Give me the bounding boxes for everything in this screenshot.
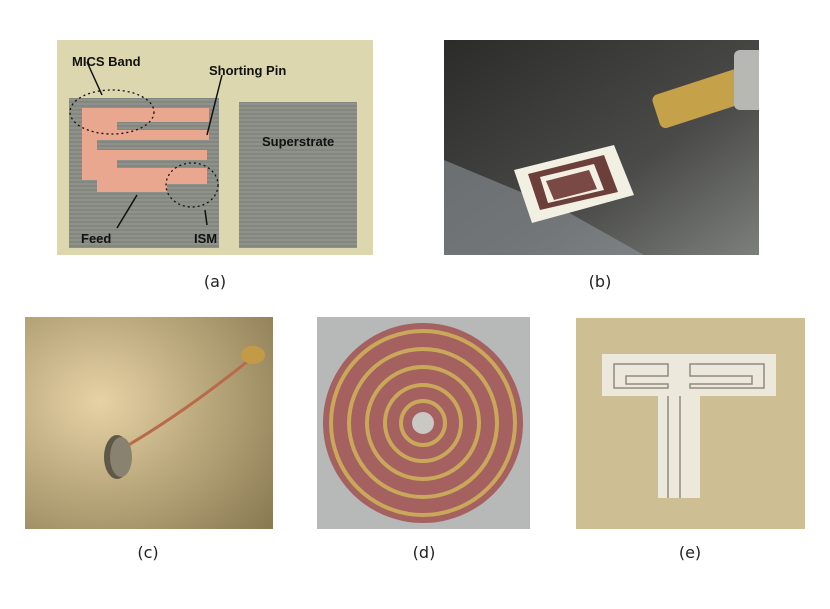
feed-label: Feed [81,231,112,246]
caption-a: (a) [203,272,227,291]
panel-e-photo [576,318,805,529]
caption-c: (c) [137,543,159,562]
mics-band-label: MICS Band [72,54,141,69]
caption-e: (e) [678,543,702,562]
caption-b: (b) [588,272,612,291]
panel-c-photo [25,317,273,529]
superstrate-label: Superstrate [262,134,335,149]
ism-label: ISM [194,231,218,246]
panel-a-photo [57,40,373,255]
shorting-pin-label: Shorting Pin [209,63,287,78]
panel-d-photo [317,317,530,529]
panel-b-photo [444,40,759,255]
caption-d: (d) [412,543,436,562]
